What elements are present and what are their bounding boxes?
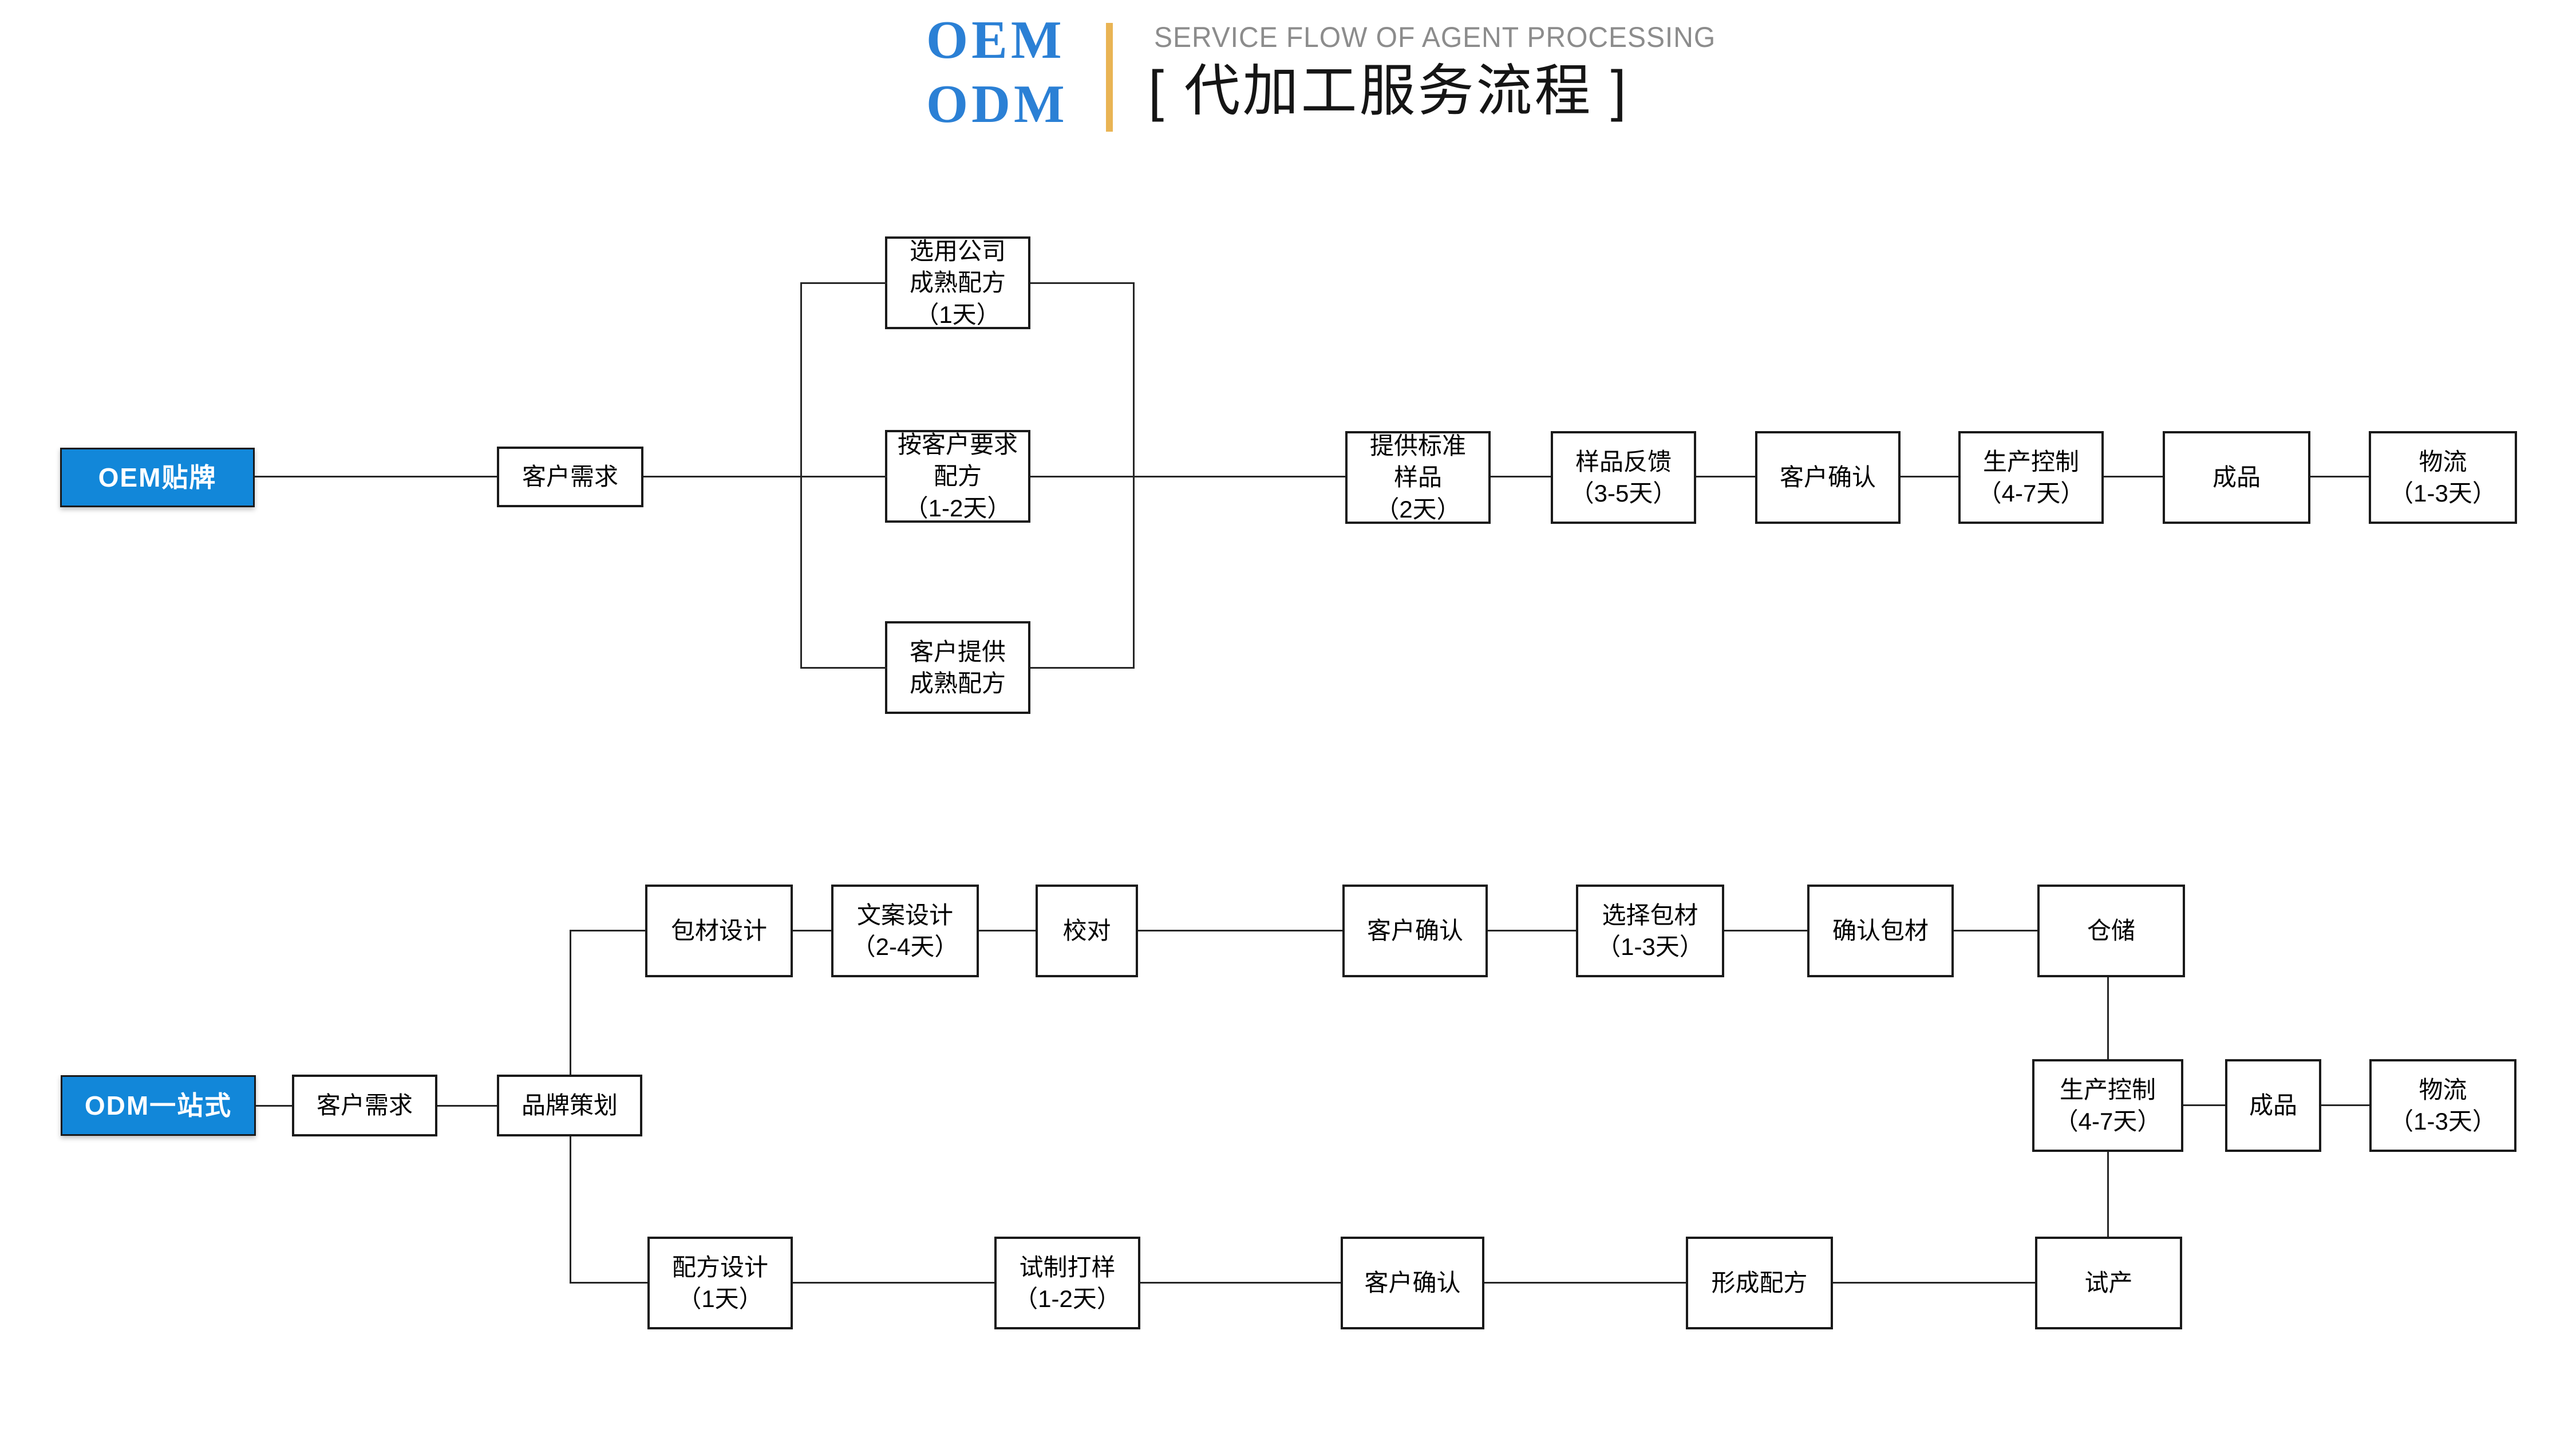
node-odm-confirm-packaging: 确认包材 — [1807, 885, 1954, 977]
connector-line — [2310, 476, 2369, 477]
brand-odm-text: ODM — [926, 74, 1068, 134]
header-divider — [1106, 23, 1113, 132]
connector-line — [2104, 476, 2163, 477]
node-odm-formula-design: 配方设计 （1天） — [647, 1237, 793, 1329]
connector-line — [255, 476, 497, 477]
node-odm-brand-planning: 品牌策划 — [497, 1075, 642, 1136]
node-odm-finished-product: 成品 — [2225, 1059, 2321, 1152]
connector-line — [1696, 476, 1755, 477]
connector-line — [1491, 476, 1551, 477]
connector-line — [1901, 476, 1958, 477]
node-odm-packaging-design: 包材设计 — [645, 885, 793, 977]
node-odm-customer-confirm-top: 客户确认 — [1342, 885, 1488, 977]
connector-line — [1140, 1282, 1341, 1284]
node-oem-sample-feedback: 样品反馈 （3-5天） — [1551, 431, 1696, 524]
connector-line — [1724, 930, 1807, 931]
node-odm-select-packaging: 选择包材 （1-3天） — [1576, 885, 1724, 977]
node-oem-logistics: 物流 （1-3天） — [2369, 431, 2517, 524]
connector-line — [570, 930, 571, 1075]
connector-line — [2183, 1104, 2225, 1106]
node-odm-copy-design: 文案设计 （2-4天） — [831, 885, 979, 977]
connector-line — [2107, 977, 2109, 1059]
node-odm-trial-production: 试产 — [2035, 1237, 2182, 1329]
node-oem-finished-product: 成品 — [2163, 431, 2310, 524]
node-oem-provide-sample: 提供标准 样品 （2天） — [1345, 431, 1491, 524]
connector-line — [437, 1105, 497, 1107]
node-odm-logistics: 物流 （1-3天） — [2369, 1059, 2516, 1152]
node-odm-proofread: 校对 — [1036, 885, 1138, 977]
connector-line — [1030, 476, 1345, 477]
brand-logo: OEM ODM — [926, 8, 1068, 136]
connector-line — [643, 476, 887, 477]
connector-line — [1133, 282, 1135, 669]
connector-line — [2321, 1104, 2369, 1106]
connector-line — [793, 930, 831, 931]
node-oem-formula-custom: 按客户要求 配方 （1-2天） — [885, 430, 1030, 523]
connector-line — [800, 282, 802, 669]
connector-line — [2107, 1152, 2109, 1237]
connector-line — [570, 1136, 571, 1284]
page-title: [ 代加工服务流程 ] — [1148, 59, 1629, 122]
brand-oem-text: OEM — [926, 10, 1065, 70]
connector-line — [1954, 930, 2037, 931]
node-oem-entry: OEM贴牌 — [60, 448, 255, 507]
node-odm-production-control: 生产控制 （4-7天） — [2032, 1059, 2183, 1152]
connector-line — [979, 930, 1036, 931]
connector-line — [570, 1282, 647, 1284]
node-odm-customer-needs: 客户需求 — [292, 1075, 437, 1136]
connector-line — [1833, 1282, 2035, 1284]
node-odm-trial-sample: 试制打样 （1-2天） — [994, 1237, 1140, 1329]
connector-line — [256, 1105, 292, 1107]
connector-line — [1138, 930, 1342, 931]
connector-line — [1030, 667, 1135, 669]
connector-line — [800, 667, 887, 669]
node-odm-warehousing: 仓储 — [2037, 885, 2185, 977]
connector-line — [793, 1282, 994, 1284]
node-oem-production-control: 生产控制 （4-7天） — [1958, 431, 2104, 524]
node-oem-customer-confirm: 客户确认 — [1755, 431, 1901, 524]
node-oem-formula-company: 选用公司 成熟配方 （1天） — [885, 236, 1030, 329]
node-oem-customer-needs: 客户需求 — [497, 447, 643, 507]
connector-line — [1488, 930, 1576, 931]
node-odm-entry: ODM一站式 — [61, 1075, 256, 1136]
connector-line — [570, 930, 645, 931]
node-odm-form-formula: 形成配方 — [1686, 1237, 1833, 1329]
connector-line — [1484, 1282, 1686, 1284]
node-oem-formula-customer: 客户提供 成熟配方 — [885, 621, 1030, 714]
connector-line — [1030, 282, 1135, 284]
header-subtitle-en: SERVICE FLOW OF AGENT PROCESSING — [1154, 21, 1716, 53]
node-odm-customer-confirm-bottom: 客户确认 — [1341, 1237, 1484, 1329]
connector-line — [800, 282, 887, 284]
